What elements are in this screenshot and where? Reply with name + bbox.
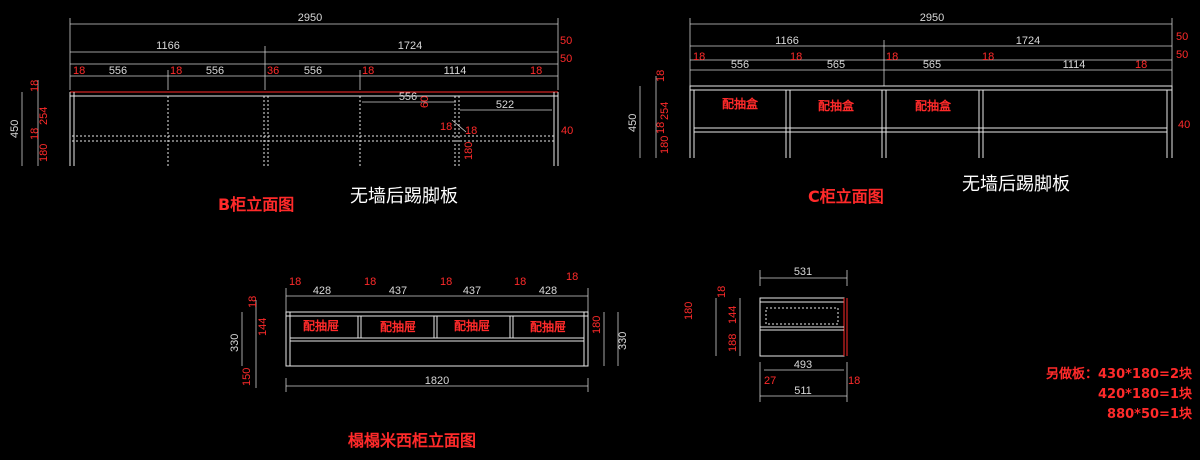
b-dim-left: 18 [29,80,41,92]
c-dim-left: 18 [655,122,667,134]
b-dim-seg: 556 [304,65,322,77]
b-dim-seg: 1114 [444,65,467,77]
b-dim-overall: 2950 [298,12,322,24]
c-cabinet-elevation: 2950 1166 1724 50 50 18 556 18 565 18 56… [627,12,1190,206]
tatami-dim-top: 428 [313,285,331,297]
c-dim-seg: 565 [827,59,845,71]
b-dim-inner: 18 [465,125,477,137]
side-dim-bottom: 27 [764,375,776,387]
b-dim-seg: 18 [170,65,182,77]
c-dim-seg: 556 [731,59,749,71]
extra-board-line: 另做板：430*180=2块 [1046,366,1193,382]
side-dim-inner: 493 [794,359,812,371]
b-dim-right-section: 1724 [398,40,422,52]
b-cabinet-note: 无墙后踢脚板 [350,186,458,207]
c-dim-seg: 18 [693,51,705,63]
tatami-dim-left: 330 [229,334,241,352]
b-dim-end-top: 50 [560,35,572,47]
tatami-dim-top: 428 [539,285,557,297]
tatami-dim-top: 18 [289,276,301,288]
c-dim-end-bottom: 50 [1176,49,1188,61]
b-dim-seg: 556 [109,65,127,77]
side-dim-left: 188 [727,334,739,352]
c-dim-seg: 565 [923,59,941,71]
b-dim-inner: 18 [440,121,452,133]
c-drawer-label: 配抽盒 [915,98,952,113]
tatami-drawer-label: 配抽屉 [530,319,566,334]
c-dim-left: 450 [627,114,639,132]
b-dim-inner: 180 [463,142,475,160]
b-dim-inner: 60 [419,96,431,108]
extra-board-line: 420*180=1块 [1098,386,1193,402]
b-dim-seg: 18 [530,65,542,77]
tatami-dim-left: 18 [247,296,259,308]
c-drawer-label: 配抽盒 [818,98,855,113]
c-dim-seg: 18 [1135,59,1147,71]
c-dim-left: 180 [659,136,671,154]
b-dim-left: 254 [38,107,50,125]
c-dim-seg: 18 [886,51,898,63]
b-dim-inner: 40 [561,125,573,137]
b-cabinet-elevation: 2950 1166 1724 50 50 18 556 18 556 36 55… [9,12,573,214]
tatami-dim-top: 18 [514,276,526,288]
tatami-dim-bottom: 1820 [425,375,449,387]
tatami-drawer-label: 配抽屉 [454,318,490,333]
b-dim-inner: 522 [496,99,514,111]
b-dim-seg: 18 [362,65,374,77]
b-dim-left: 18 [29,128,41,140]
c-dim-right: 40 [1178,119,1190,131]
tatami-dim-top: 18 [440,276,452,288]
side-section-view: 531 18 180 144 188 493 27 18 511 [683,266,860,402]
tatami-dim-left: 144 [257,318,269,336]
extra-boards-note: 另做板：430*180=2块 420*180=1块 880*50=1块 [1046,366,1193,422]
side-dim-bottom: 18 [848,375,860,387]
c-dim-right-section: 1724 [1016,35,1040,47]
c-dim-end-top: 50 [1176,31,1188,43]
tatami-dim-right: 330 [617,332,629,350]
c-dim-left-section: 1166 [775,35,799,47]
c-dim-left: 254 [659,102,671,120]
b-dim-inner: 556 [399,91,417,103]
tatami-dim-top: 18 [566,271,578,283]
c-dim-seg: 18 [982,51,994,63]
b-dim-seg: 556 [206,65,224,77]
b-dim-seg: 36 [267,65,279,77]
tatami-dim-top: 437 [463,285,481,297]
c-cabinet-title: C柜立面图 [808,187,884,206]
b-dim-seg: 18 [73,65,85,77]
side-dim-left: 180 [683,302,695,320]
c-dim-left: 18 [655,70,667,82]
c-cabinet-note: 无墙后踢脚板 [962,174,1070,195]
tatami-drawer-label: 配抽屉 [303,318,339,333]
tatami-dim-right: 180 [591,316,603,334]
b-dim-left: 450 [9,120,21,138]
tatami-dim-left: 150 [241,368,253,386]
tatami-drawer-label: 配抽屉 [380,319,416,334]
c-dim-seg: 1114 [1063,59,1086,71]
side-dim-top: 531 [794,266,812,278]
b-dim-left-section: 1166 [156,40,180,52]
tatami-cabinet-title: 榻榻米西柜立面图 [348,431,476,450]
b-dim-left: 180 [38,144,50,162]
c-dim-overall: 2950 [920,12,944,24]
c-drawer-label: 配抽盒 [722,96,759,111]
c-dim-seg: 18 [790,51,802,63]
b-dim-end-bottom: 50 [560,53,572,65]
tatami-cabinet-elevation: 18 428 18 437 18 437 18 428 18 配抽屉 配抽屉 配… [229,271,629,450]
tatami-dim-top: 437 [389,285,407,297]
extra-board-line: 880*50=1块 [1107,406,1193,422]
side-dim-left: 144 [727,306,739,324]
b-cabinet-title: B柜立面图 [218,195,294,214]
tatami-dim-top: 18 [364,276,376,288]
side-dim-left: 18 [716,286,728,298]
side-dim-bottom: 511 [794,385,812,397]
